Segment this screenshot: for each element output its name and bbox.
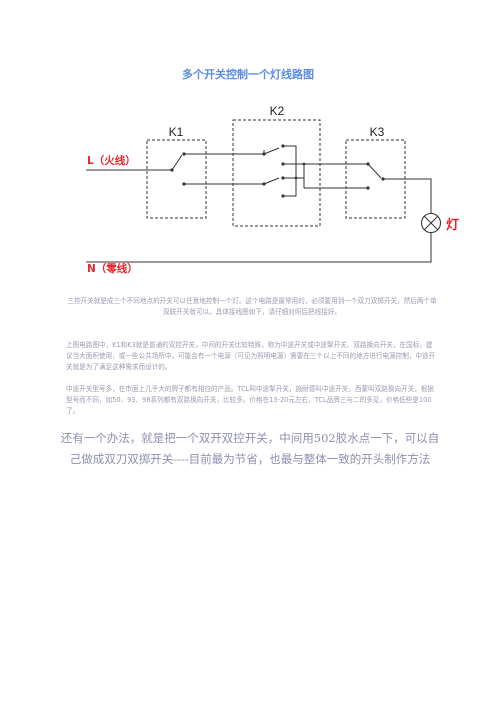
- k2-blade-2: [263, 177, 280, 185]
- neutral-line-label: N（零线）: [87, 262, 138, 275]
- k1-switch-box: [146, 139, 207, 219]
- k1-blade: [171, 154, 183, 171]
- paragraph-2: 上图电路图中，K1和K3就是普通的双控开关，中间的开关比较特殊，称为中途开关或中…: [66, 341, 436, 371]
- lamp-label: 灯: [446, 217, 459, 233]
- k2-label: K2: [270, 104, 285, 118]
- paragraph-3: 中途开关型号多，在市面上几乎大的牌子都有相应的产品。TCL叫中途掣开关，施耐德叫…: [66, 385, 434, 415]
- k1-label: K1: [169, 125, 184, 139]
- lamp-feed-wire: [383, 178, 432, 213]
- page-title: 多个开关控制一个灯线路图: [182, 68, 314, 81]
- k2-cross-wire-1: [283, 145, 297, 197]
- neutral-line: [86, 233, 432, 263]
- k2-cross-wire-2: [283, 163, 305, 179]
- traveler-wire-1: [184, 150, 265, 155]
- wiring-diagram: K1 K2 K3 L（火线） 灯 N（零线）: [86, 104, 459, 275]
- k3-blade: [367, 163, 382, 179]
- k2-blade-1: [263, 147, 280, 155]
- live-line-label: L（火线）: [87, 154, 136, 167]
- paragraph-1: 三控开关就是成三个不同地点的开关可以任意地控制一个灯。这个电路是最常用的，必须要…: [67, 297, 437, 316]
- k3-label: K3: [370, 125, 385, 139]
- paragraph-4: 还有一个办法，就是把一个双开双控开关，中间用502胶水点一下，可以自己做成双刀双…: [60, 431, 440, 466]
- k2-switch-box: [232, 119, 321, 227]
